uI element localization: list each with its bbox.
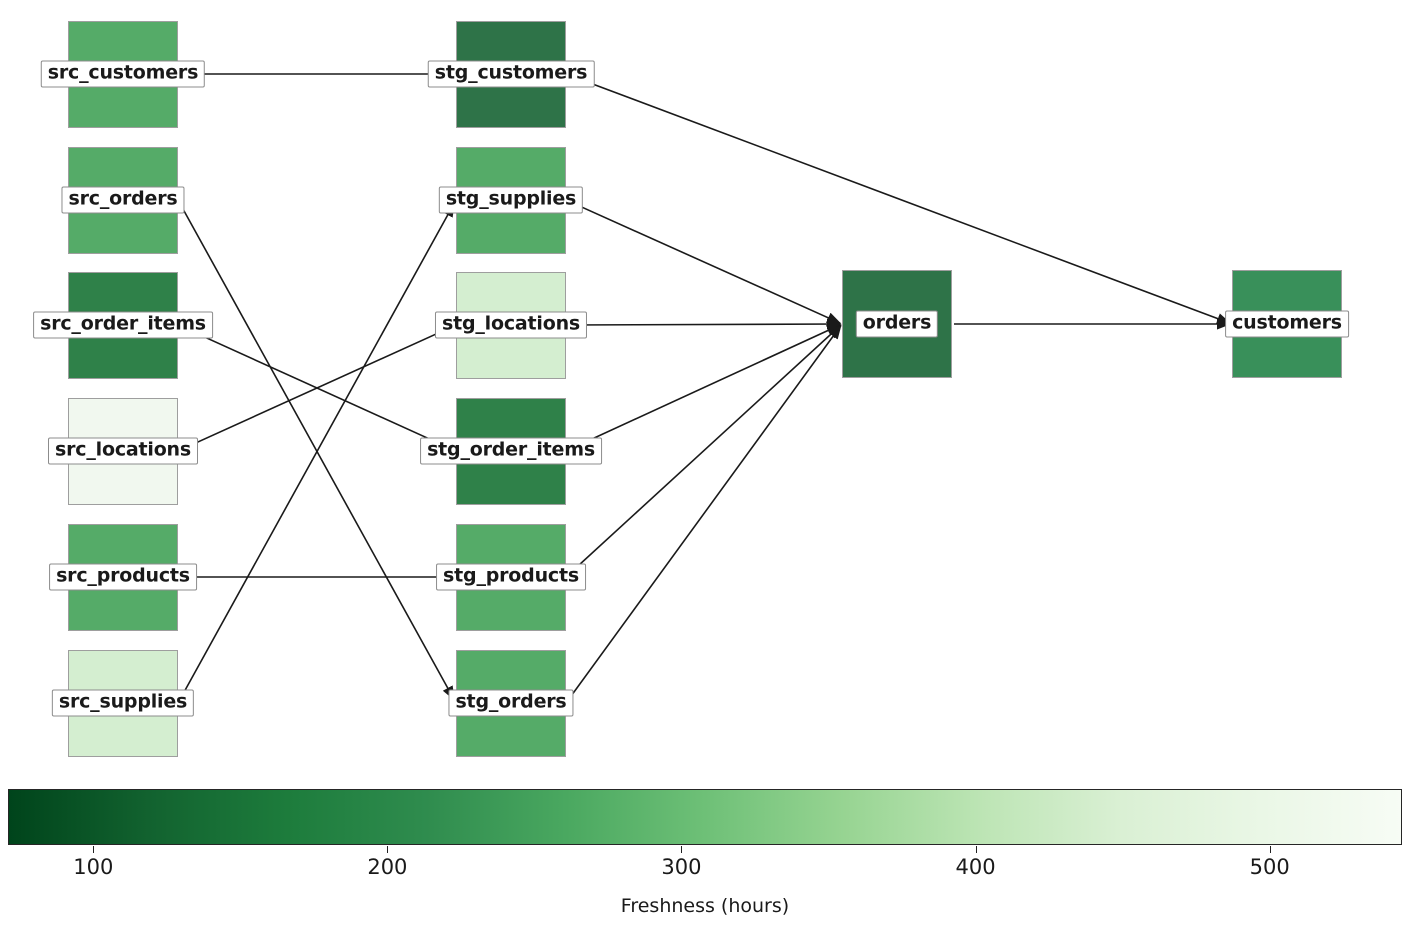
edge-stg_products-to-orders xyxy=(566,324,842,577)
node-label-stg_order_items: stg_order_items xyxy=(420,437,602,465)
colorbar-tick-200 xyxy=(387,846,389,853)
colorbar-tick-label-500: 500 xyxy=(1249,855,1290,879)
colorbar: 100 200 300 400 500 Freshness (hours) xyxy=(8,789,1402,926)
node-label-stg_locations: stg_locations xyxy=(434,311,588,339)
node-label-orders: orders xyxy=(855,310,939,338)
colorbar-tick-500 xyxy=(1269,846,1271,853)
node-label-src_locations: src_locations xyxy=(48,437,198,465)
node-label-stg_products: stg_products xyxy=(436,563,586,591)
node-label-stg_supplies: stg_supplies xyxy=(438,186,584,214)
edge-layer xyxy=(179,73,1232,702)
colorbar-tick-label-300: 300 xyxy=(661,855,702,879)
colorbar-tick-300 xyxy=(681,846,683,853)
colorbar-axis-label: Freshness (hours) xyxy=(620,895,790,917)
edge-stg_supplies-to-orders xyxy=(567,200,842,324)
edges-group xyxy=(179,73,1232,702)
node-label-src_products: src_products xyxy=(49,563,197,591)
edge-src_orders-to-stg_orders xyxy=(179,203,455,701)
node-label-src_customers: src_customers xyxy=(40,60,206,88)
edge-src_locations-to-stg_locations xyxy=(179,325,456,451)
colorbar-tick-100 xyxy=(93,846,95,853)
edge-stg_orders-to-orders xyxy=(566,324,842,702)
edge-stg_locations-to-orders xyxy=(567,318,842,330)
node-label-src_orders: src_orders xyxy=(61,186,185,214)
colorbar-tick-label-400: 400 xyxy=(955,855,996,879)
colorbar-tick-label-100: 100 xyxy=(73,855,114,879)
edge-src_order_items-to-stg_order_items xyxy=(179,325,456,451)
colorbar-tick-400 xyxy=(975,846,977,853)
colorbar-tick-label-200: 200 xyxy=(367,855,408,879)
node-label-customers: customers xyxy=(1225,310,1349,338)
node-label-stg_orders: stg_orders xyxy=(448,689,574,717)
edge-stg_order_items-to-orders xyxy=(567,324,842,451)
node-label-src_supplies: src_supplies xyxy=(51,689,195,717)
node-label-src_order_items: src_order_items xyxy=(33,311,213,339)
colorbar-gradient xyxy=(8,789,1402,845)
node-label-stg_customers: stg_customers xyxy=(427,60,595,88)
edge-src_supplies-to-stg_supplies xyxy=(179,202,455,700)
